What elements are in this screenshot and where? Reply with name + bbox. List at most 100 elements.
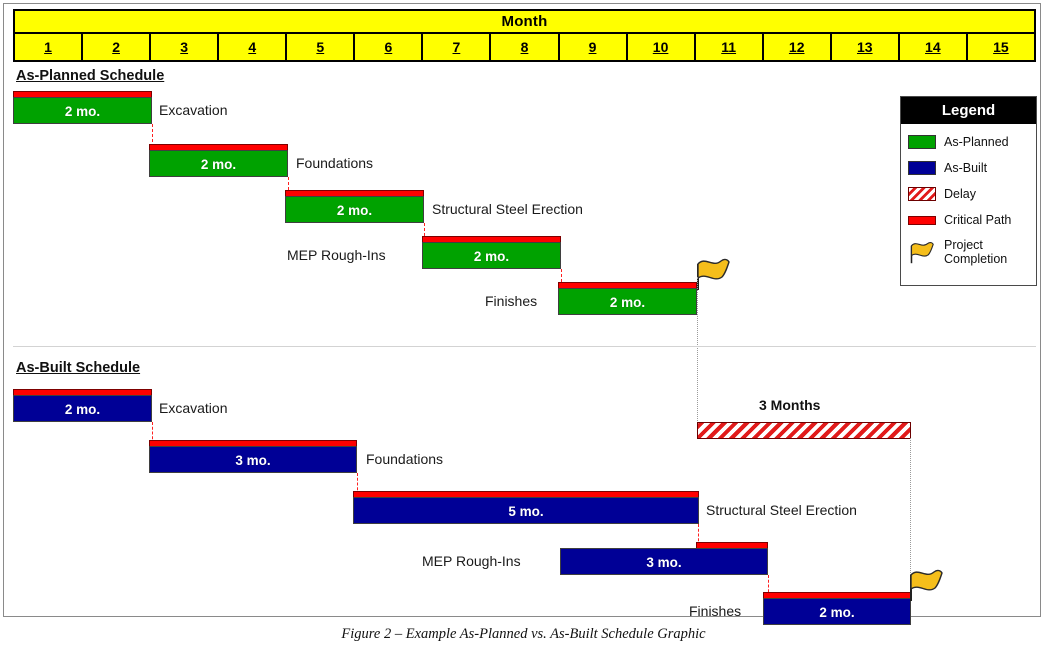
as-planned-section-title: As-Planned Schedule <box>16 68 165 84</box>
month-title-row: Month <box>13 9 1036 34</box>
link-planned-foundations-to-steel <box>288 177 289 200</box>
legend-label-project-completion-line1: Project <box>944 238 983 252</box>
task-label-planned-excavation: Excavation <box>159 102 228 118</box>
month-cell-6: 6 <box>355 34 424 60</box>
bar-planned-steel[interactable]: 2 mo. <box>285 196 424 223</box>
legend-label-as-planned: As-Planned <box>944 135 1009 149</box>
green-square-icon <box>908 135 936 149</box>
blue-square-icon <box>908 161 936 175</box>
month-label-9: 9 <box>588 39 597 55</box>
month-label-11: 11 <box>721 39 737 55</box>
legend-item-as-planned: As-Planned <box>901 129 1036 155</box>
month-label-3: 3 <box>180 39 189 55</box>
bar-built-foundations-duration: 3 mo. <box>235 453 271 468</box>
link-planned-steel-to-mep <box>424 223 425 246</box>
red-bar-icon <box>908 215 936 225</box>
bar-planned-excavation-duration: 2 mo. <box>64 104 101 119</box>
bar-built-steel-duration: 5 mo. <box>508 504 544 519</box>
legend-item-delay: Delay <box>901 181 1036 207</box>
month-cell-7: 7 <box>423 34 492 60</box>
month-label-8: 8 <box>520 39 529 55</box>
month-cell-12: 12 <box>763 34 832 60</box>
legend-box: Legend As-Planned As-Built Delay Cr <box>900 96 1037 286</box>
legend-label-project-completion-line2: Completion <box>944 252 1008 266</box>
month-cell-8: 8 <box>491 34 560 60</box>
month-label-7: 7 <box>452 39 461 55</box>
gantt-chart-area: As-Planned Schedule 2 mo. Excavation 2 m… <box>4 64 1042 625</box>
figure-frame: Month 1 2 3 4 5 6 7 8 9 10 11 12 13 14 1… <box>3 3 1042 625</box>
legend-header: Legend <box>901 97 1036 124</box>
month-label-15: 15 <box>993 39 1009 55</box>
figure-caption: Figure 2 – Example As-Planned vs. As-Bui… <box>341 626 706 642</box>
month-cell-10: 10 <box>627 34 696 60</box>
yellow-flag-icon <box>908 237 936 267</box>
month-cell-11: 11 <box>695 34 764 60</box>
month-label-10: 10 <box>652 39 669 55</box>
month-label-4: 4 <box>248 39 257 55</box>
link-built-steel-to-mep <box>698 524 699 546</box>
bar-planned-mep-duration: 2 mo. <box>473 249 510 264</box>
month-cell-2: 2 <box>83 34 152 60</box>
delay-bar[interactable] <box>697 422 911 439</box>
task-label-built-finishes: Finishes <box>689 603 742 619</box>
task-label-built-steel: Structural Steel Erection <box>706 502 857 518</box>
bar-planned-mep[interactable]: 2 mo. <box>422 242 561 269</box>
month-label-1: 1 <box>44 39 52 55</box>
month-cell-5: 5 <box>287 34 356 60</box>
month-cell-4: 4 <box>219 34 288 60</box>
link-built-excavation-to-foundations <box>152 422 153 444</box>
legend-body: As-Planned As-Built Delay Critical Path <box>901 124 1036 269</box>
trace-line-delay-to-completion <box>910 438 911 593</box>
month-label-5: 5 <box>316 39 325 55</box>
link-built-foundations-to-steel <box>357 473 358 495</box>
delay-duration-label: 3 Months <box>759 397 821 413</box>
bar-built-finishes[interactable]: 2 mo. <box>763 598 911 625</box>
task-label-built-excavation: Excavation <box>159 400 228 416</box>
link-planned-mep-to-finishes <box>561 269 562 292</box>
bar-built-excavation[interactable]: 2 mo. <box>13 395 152 422</box>
project-completion-flag-built-icon <box>910 569 943 601</box>
bar-built-steel[interactable]: 5 mo. <box>353 497 699 524</box>
month-number-row: 1 2 3 4 5 6 7 8 9 10 11 12 13 14 15 <box>13 34 1036 62</box>
legend-item-critical-path: Critical Path <box>901 207 1036 233</box>
section-divider <box>13 346 1036 347</box>
legend-title: Legend <box>941 102 996 119</box>
month-cell-14: 14 <box>899 34 968 60</box>
bar-planned-finishes-duration: 2 mo. <box>609 295 646 310</box>
link-planned-excavation-to-foundations <box>152 124 153 147</box>
month-cell-9: 9 <box>559 34 628 60</box>
task-label-planned-finishes: Finishes <box>485 293 538 309</box>
trace-line-planned-completion <box>697 277 698 437</box>
legend-label-project-completion: Project Completion <box>944 238 1007 266</box>
legend-item-as-built: As-Built <box>901 155 1036 181</box>
project-completion-flag-planned-icon <box>697 258 730 290</box>
month-cell-13: 13 <box>831 34 900 60</box>
task-label-planned-mep: MEP Rough-Ins <box>287 247 386 263</box>
task-label-built-mep: MEP Rough-Ins <box>422 553 521 569</box>
bar-planned-foundations[interactable]: 2 mo. <box>149 150 288 177</box>
red-hatched-square-icon <box>908 187 936 201</box>
bar-planned-finishes[interactable]: 2 mo. <box>558 288 697 315</box>
bar-planned-excavation[interactable]: 2 mo. <box>13 97 152 124</box>
bar-built-foundations[interactable]: 3 mo. <box>149 446 357 473</box>
legend-item-project-completion: Project Completion <box>901 233 1036 269</box>
bar-built-finishes-duration: 2 mo. <box>819 605 855 620</box>
month-title-label: Month <box>501 13 548 30</box>
as-built-section-title: As-Built Schedule <box>16 360 141 376</box>
legend-label-delay: Delay <box>944 187 976 201</box>
bar-built-excavation-duration: 2 mo. <box>64 402 101 417</box>
bar-built-mep-duration: 3 mo. <box>646 555 682 570</box>
bar-planned-foundations-duration: 2 mo. <box>200 157 237 172</box>
task-label-planned-foundations: Foundations <box>296 155 374 171</box>
task-label-planned-steel: Structural Steel Erection <box>432 201 583 217</box>
task-label-built-foundations: Foundations <box>366 451 444 467</box>
month-cell-3: 3 <box>151 34 220 60</box>
legend-label-critical-path: Critical Path <box>944 213 1012 227</box>
month-label-6: 6 <box>384 39 393 55</box>
bar-planned-steel-duration: 2 mo. <box>336 203 373 218</box>
month-cell-1: 1 <box>15 34 84 60</box>
month-cell-15: 15 <box>967 34 1034 60</box>
bar-built-mep[interactable]: 3 mo. <box>560 548 768 575</box>
month-label-2: 2 <box>112 39 120 55</box>
month-label-13: 13 <box>856 39 873 55</box>
